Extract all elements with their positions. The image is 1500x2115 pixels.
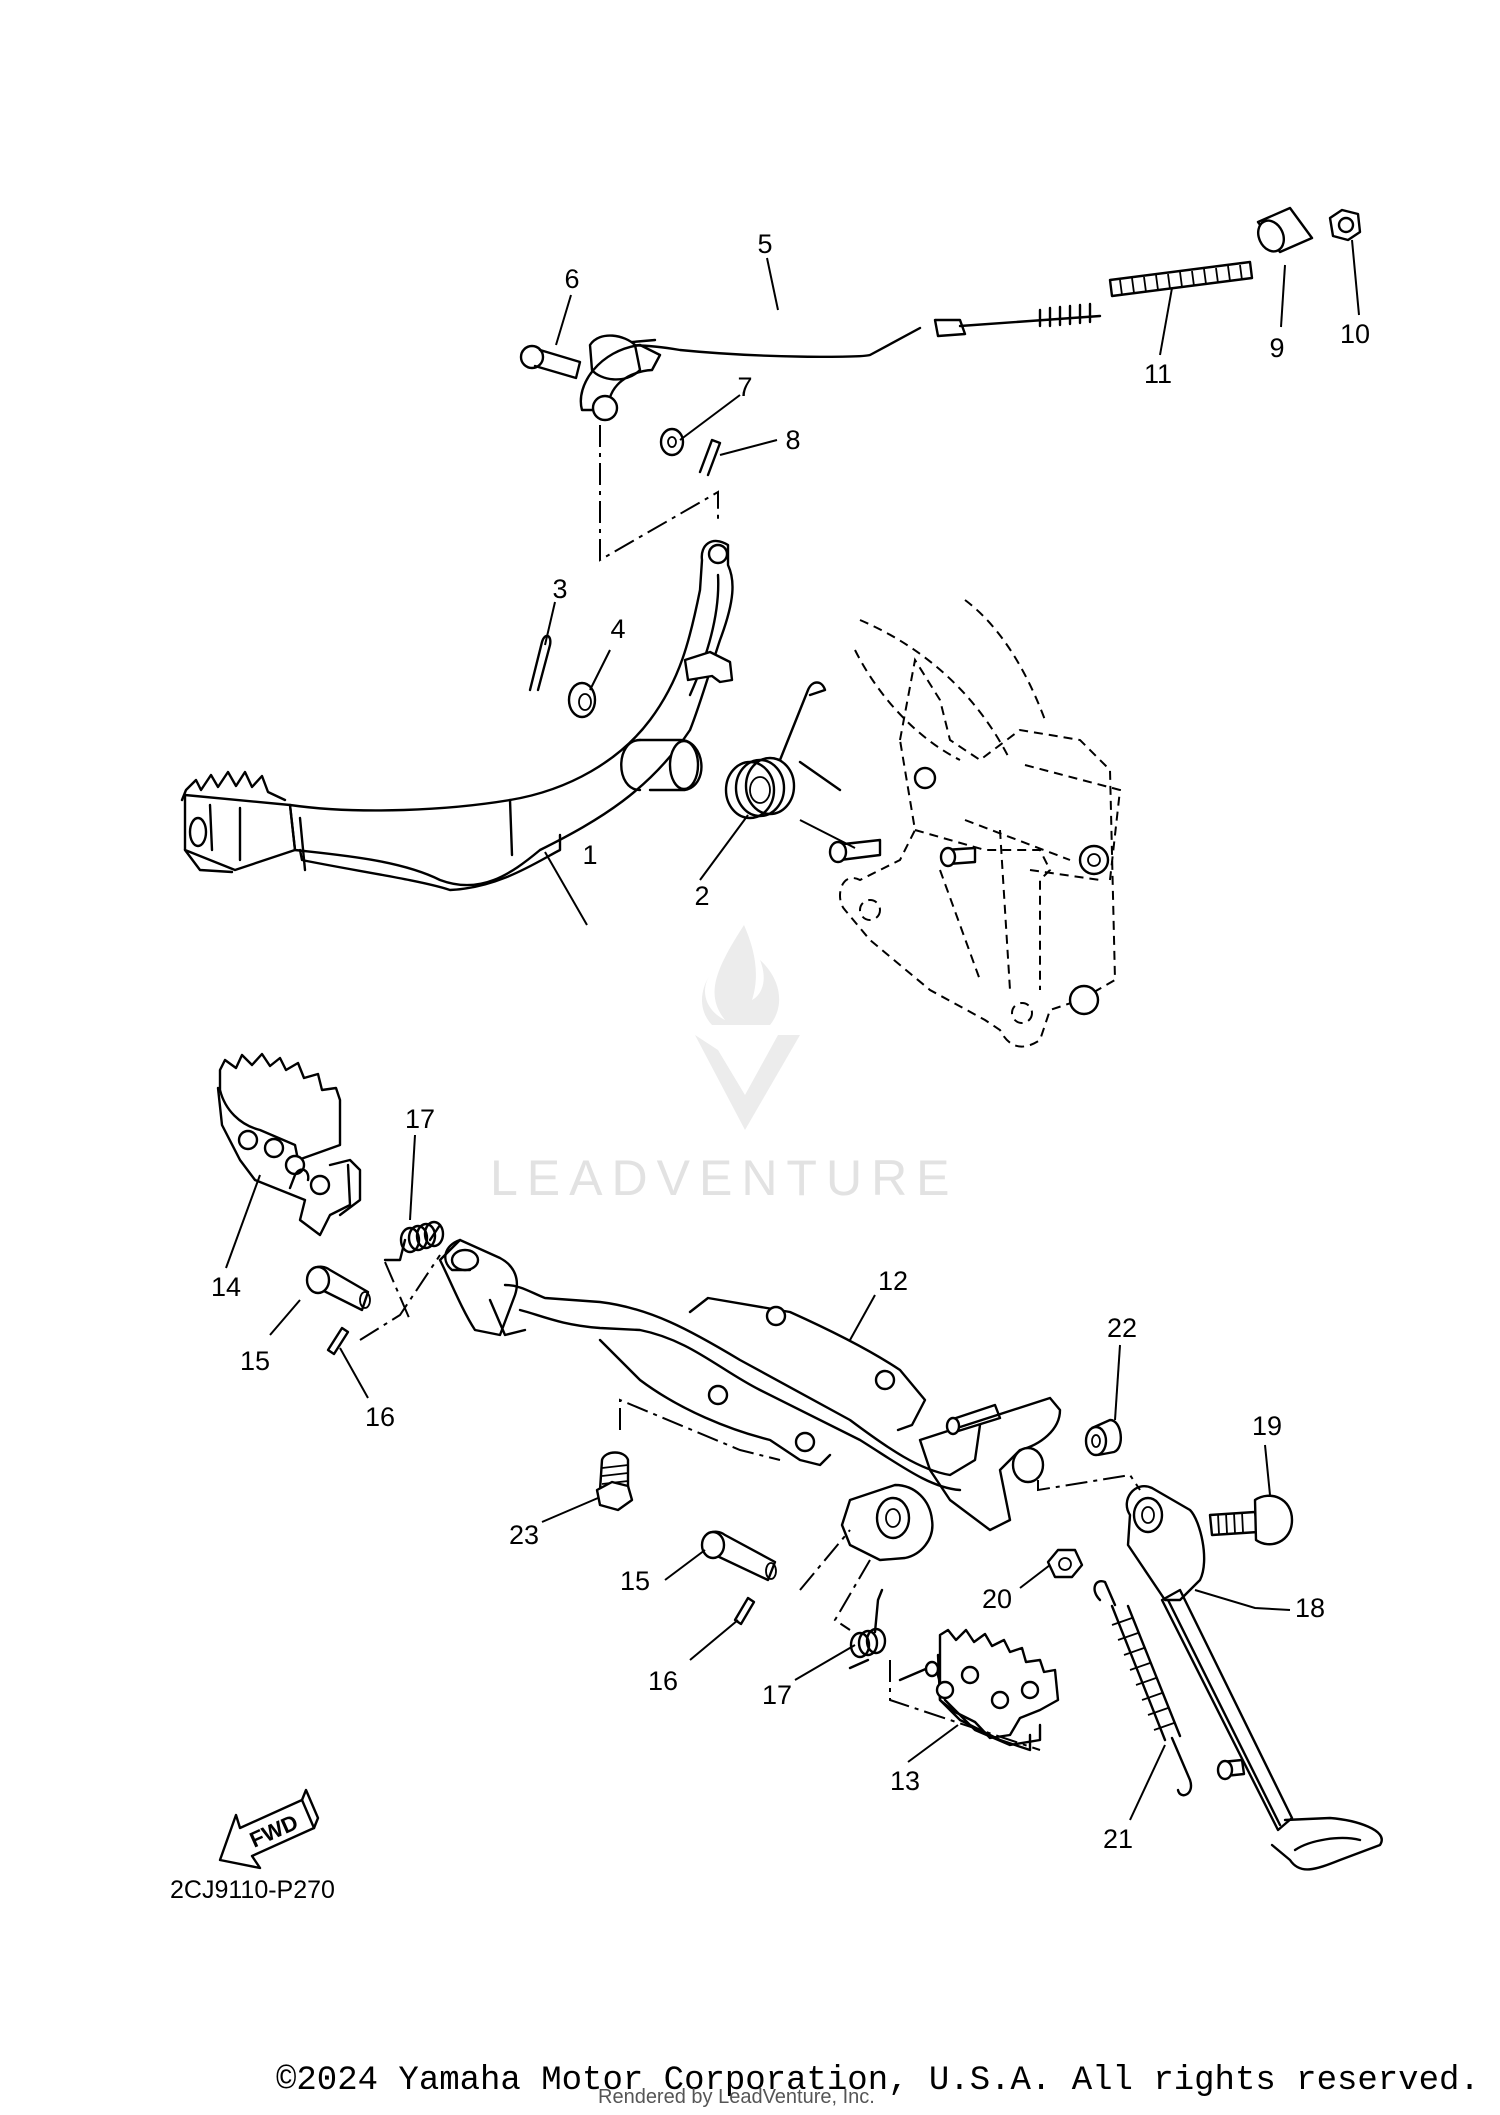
callout-4: 4	[610, 614, 625, 644]
assembly-line-cable	[599, 425, 719, 562]
assembly-line-sidestand	[1037, 1473, 1141, 1492]
callout-6: 6	[564, 264, 579, 294]
joint-pin-9	[1256, 206, 1314, 254]
washer-4	[567, 681, 597, 719]
clevis-pin-6	[519, 344, 582, 380]
pin-15-right	[700, 1530, 777, 1582]
assembly-line-footrest-right	[799, 1529, 1041, 1751]
callout-11: 11	[1144, 359, 1172, 389]
callout-23: 23	[509, 1520, 539, 1550]
assembly-line-bolt	[619, 1398, 781, 1461]
callout-17-right: 17	[762, 1680, 792, 1710]
callout-13: 13	[890, 1766, 920, 1796]
bolt-23	[595, 1451, 634, 1512]
collar-22	[1084, 1418, 1122, 1457]
frame-ghost	[828, 599, 1122, 1048]
callout-19: 19	[1252, 1411, 1282, 1441]
brake-cable	[579, 302, 1102, 422]
callout-numbers: 1 2 3 4 5 6 7 8 9 10 11 12 13 14 15 15 1…	[211, 229, 1370, 1854]
callout-9: 9	[1269, 333, 1284, 363]
callout-22: 22	[1107, 1313, 1137, 1343]
brake-pedal	[180, 539, 734, 892]
watermark-text: LEADVENTURE	[490, 1150, 959, 1206]
pin-15-left	[305, 1265, 371, 1312]
nut-10	[1328, 208, 1362, 242]
callout-2: 2	[694, 881, 709, 911]
return-spring-right	[848, 1588, 887, 1670]
footrest-left	[216, 1052, 362, 1237]
adjuster-spring	[1108, 260, 1254, 298]
return-spring-left	[383, 1220, 445, 1262]
callout-8: 8	[785, 425, 800, 455]
footrest-bracket	[438, 1238, 1062, 1562]
cotter-pin-8	[698, 438, 722, 477]
callout-17-left: 17	[405, 1104, 435, 1134]
torsion-spring	[724, 681, 856, 849]
callout-1: 1	[582, 840, 597, 870]
sidestand	[1125, 1485, 1383, 1871]
diagram-code: 2CJ9110-P270	[170, 1876, 335, 1904]
leader-lines	[225, 239, 1360, 1821]
callout-20: 20	[982, 1584, 1012, 1614]
assembly-line-footrest-left	[359, 1254, 441, 1341]
pivot-collar	[620, 738, 703, 792]
footrest-right	[898, 1628, 1060, 1752]
callout-10: 10	[1340, 319, 1370, 349]
copyright-notice: ©2024 Yamaha Motor Corporation, U.S.A. A…	[276, 2062, 1480, 2100]
cotter-16-left	[326, 1326, 350, 1356]
callout-16-right: 16	[648, 1666, 678, 1696]
washer-7	[659, 427, 685, 457]
callout-21: 21	[1103, 1824, 1133, 1854]
callout-15-left: 15	[240, 1346, 270, 1376]
rendered-by-notice: Rendered by LeadVenture, Inc.	[598, 2086, 875, 2108]
callout-16-left: 16	[365, 1402, 395, 1432]
callout-14: 14	[211, 1272, 241, 1302]
callout-12: 12	[878, 1266, 908, 1296]
leadventure-watermark: LEADVENTURE	[490, 925, 959, 1206]
sidestand-spring	[1093, 1580, 1193, 1797]
callout-7: 7	[737, 372, 752, 402]
callout-15-right: 15	[620, 1566, 650, 1596]
callout-3: 3	[552, 574, 567, 604]
cotter-pin-3	[528, 634, 552, 692]
fwd-arrow-icon: FWD	[218, 1788, 320, 1870]
bolt-19	[1208, 1494, 1294, 1546]
callout-5: 5	[757, 229, 772, 259]
nut-20	[1046, 1548, 1084, 1579]
callout-18: 18	[1295, 1593, 1325, 1623]
cotter-16-right	[733, 1596, 756, 1626]
